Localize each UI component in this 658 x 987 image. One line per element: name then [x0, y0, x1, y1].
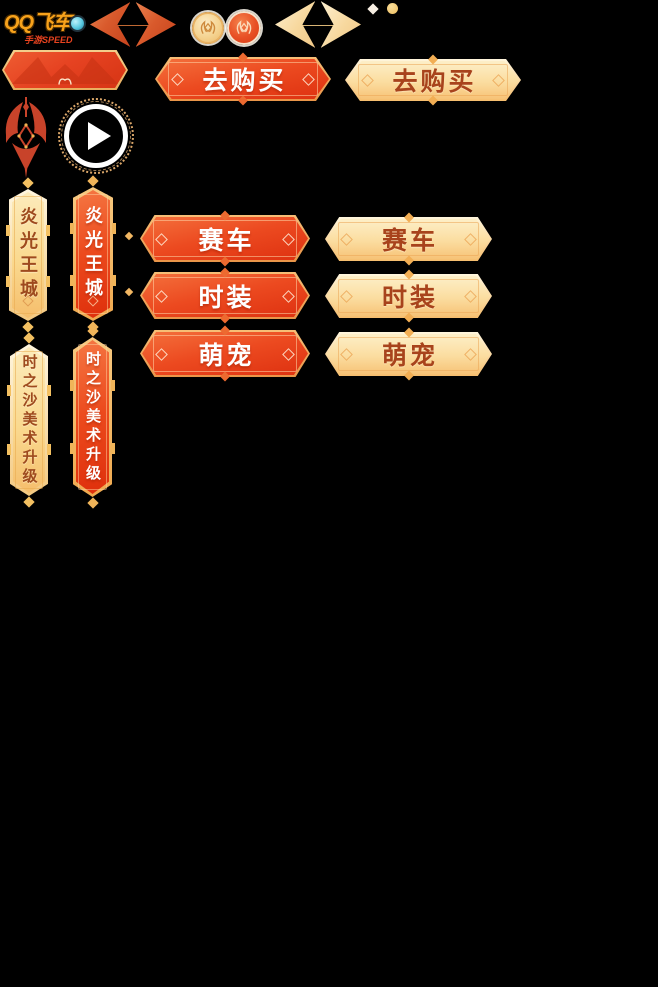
finial-icon — [87, 175, 99, 187]
diamond-arrows-ornament-cream — [275, 1, 361, 48]
category-button-racing-red[interactable]: 赛车 — [140, 210, 310, 267]
logo-main-text: QQ飞车 — [4, 6, 96, 35]
phoenix-emblem-icon — [2, 97, 50, 179]
phoenix-glyph — [200, 20, 216, 34]
gold-tick-icon — [124, 231, 134, 241]
tab-shizhisha-light[interactable]: 时之沙美术升级 — [7, 332, 51, 508]
banner-inner-line — [78, 344, 107, 490]
tab-yanguang-red[interactable]: 炎光王城 — [70, 175, 116, 333]
buy-button-red[interactable]: 去购买 — [155, 52, 331, 106]
side-tab — [7, 385, 11, 397]
side-tab — [70, 442, 74, 454]
diamond-arrows-ornament-red — [90, 2, 176, 47]
logo-title: QQ飞车 — [4, 12, 72, 34]
button-inner-line — [338, 337, 479, 371]
side-tab — [6, 224, 10, 236]
finial-icon — [86, 497, 99, 509]
button-inner-line — [153, 277, 297, 314]
side-tab — [112, 275, 116, 287]
phoenix-coin-red-icon — [227, 11, 261, 45]
category-button-fashion-light[interactable]: 时装 — [325, 269, 492, 323]
banner-label: 时之沙美术升级 — [84, 350, 101, 484]
logo-sub-text: 手游SPEED — [24, 35, 73, 45]
button-inner-line — [153, 220, 297, 257]
side-tab — [47, 444, 51, 456]
tab-shizhisha-red[interactable]: 时之沙美术升级 — [70, 325, 115, 509]
finial-icon — [22, 321, 34, 333]
buy-button-label: 去购买 — [202, 67, 287, 95]
button-fill-layer — [142, 217, 308, 260]
finial-icon — [23, 332, 35, 344]
category-button-label: 时装 — [198, 283, 255, 312]
side-tab — [46, 224, 50, 236]
qq-speed-logo: QQ飞车 手游SPEED — [4, 6, 96, 50]
button-fill-layer — [142, 332, 308, 375]
button-fill-layer — [327, 219, 490, 259]
buy-button-label: 去购买 — [392, 68, 477, 96]
side-tab — [70, 380, 74, 392]
side-tab — [6, 276, 10, 288]
button-fill-layer — [327, 334, 490, 374]
tab-yanguang-light[interactable]: 炎光王城 — [6, 177, 50, 333]
ornament-midline — [277, 24, 359, 26]
banner-label: 时之沙美术升级 — [20, 353, 38, 487]
side-tab — [111, 442, 115, 454]
category-button-label: 赛车 — [381, 227, 438, 255]
play-icon — [88, 122, 111, 150]
banner-label: 炎光王城 — [83, 206, 103, 302]
banner-inner-line — [78, 194, 108, 314]
button-inner-line — [153, 335, 297, 372]
banner-inner-line — [14, 196, 42, 314]
side-tab — [7, 444, 11, 456]
banner-fill-layer — [76, 340, 109, 494]
phoenix-coin-gold-icon — [192, 12, 224, 44]
side-tab — [46, 276, 50, 288]
category-button-pet-light[interactable]: 萌宠 — [325, 327, 492, 381]
decorative-ring — [58, 98, 134, 174]
banner-label: 炎光王城 — [18, 207, 38, 303]
phoenix-emblem-banner — [2, 50, 128, 90]
button-fill-layer — [327, 276, 490, 316]
phoenix-glyph — [236, 20, 252, 34]
side-tab — [70, 223, 74, 235]
ornament-midline — [92, 24, 174, 26]
button-fill-layer — [142, 274, 308, 317]
banner-fill-layer — [76, 190, 110, 318]
button-inner-line — [338, 279, 479, 313]
side-tab — [112, 223, 116, 235]
finial-icon — [22, 177, 34, 189]
small-diamond-dot-icon — [367, 3, 379, 15]
button-fill-layer — [347, 61, 519, 99]
category-button-fashion-red[interactable]: 时装 — [140, 267, 310, 324]
side-tab — [111, 380, 115, 392]
gold-tick-icon — [124, 287, 134, 297]
buy-button-light[interactable]: 去购买 — [345, 54, 521, 106]
button-inner-line — [168, 62, 318, 96]
banner-fill-layer — [13, 347, 45, 493]
side-tab — [47, 385, 51, 397]
phoenix-wings-watermark — [12, 57, 118, 85]
button-inner-line — [338, 222, 479, 256]
category-button-pet-red[interactable]: 萌宠 — [140, 325, 310, 382]
wheel-icon — [69, 15, 87, 33]
category-button-racing-light[interactable]: 赛车 — [325, 212, 492, 266]
small-gold-dot-icon — [387, 3, 398, 14]
category-button-label: 赛车 — [198, 226, 255, 255]
play-button[interactable] — [58, 98, 134, 174]
banner-fill-layer — [12, 192, 44, 318]
category-button-label: 萌宠 — [198, 341, 255, 370]
category-button-label: 萌宠 — [381, 342, 438, 370]
button-fill-layer — [157, 59, 329, 99]
button-inner-line — [358, 64, 508, 96]
phoenix-svg — [5, 97, 47, 178]
category-button-label: 时装 — [381, 284, 438, 312]
finial-icon — [23, 496, 35, 508]
decorative-ring — [61, 101, 131, 171]
banner-inner-line — [15, 351, 43, 489]
side-tab — [70, 275, 74, 287]
